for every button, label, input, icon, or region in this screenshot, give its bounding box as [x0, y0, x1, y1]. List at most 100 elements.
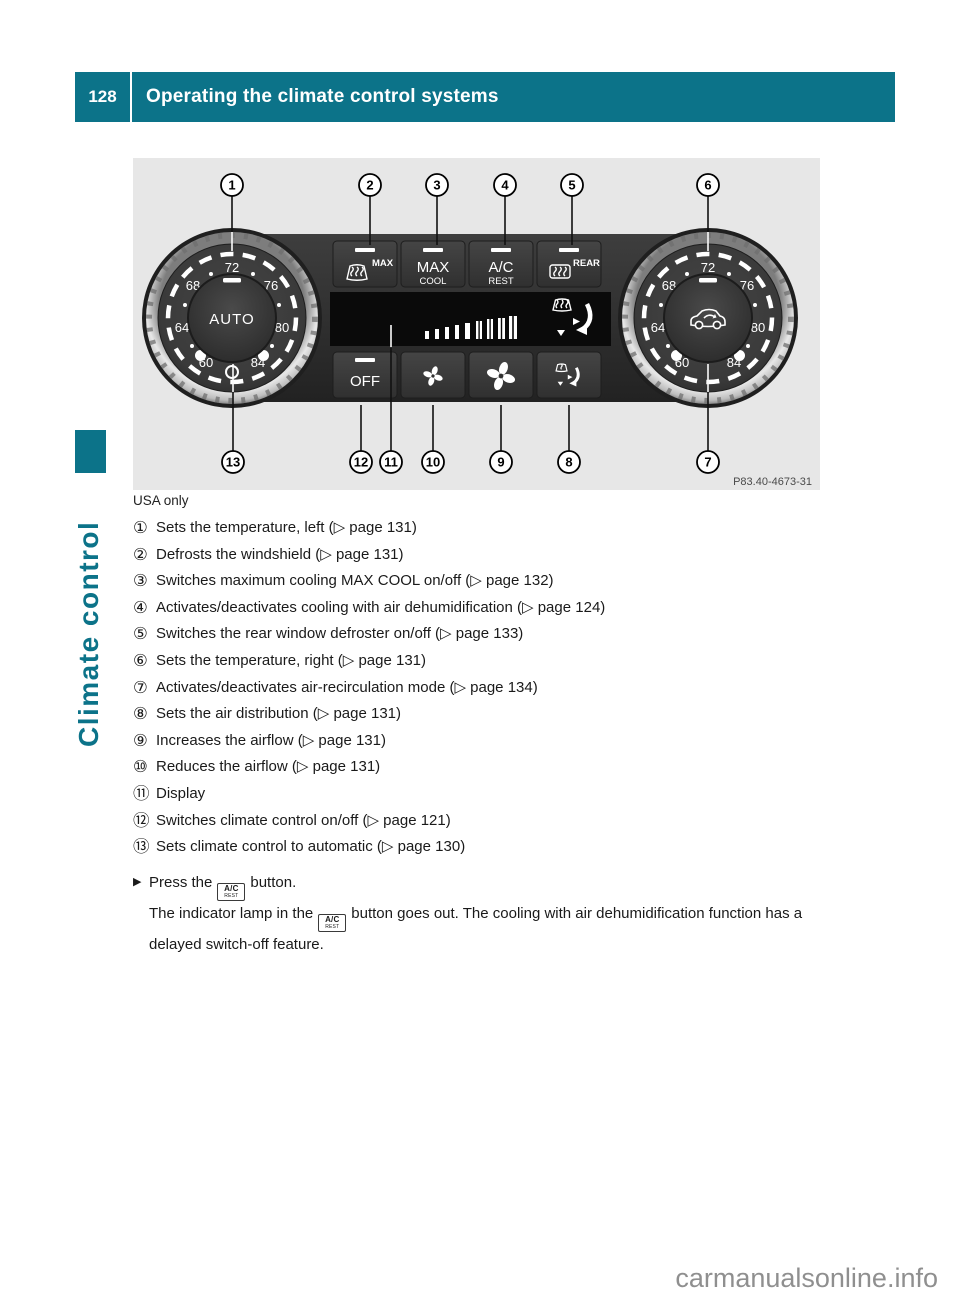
rear-label: REAR	[573, 258, 600, 269]
callout-4: 4	[501, 178, 509, 193]
list-text: Increases the airflow (▷ page 131)	[156, 731, 386, 749]
temp-label: 80	[275, 320, 289, 335]
air-distribution-button	[536, 351, 602, 399]
car-recirculation-icon	[690, 308, 726, 330]
temp-label: 64	[651, 320, 665, 335]
list-item: ② Defrosts the windshield (▷ page 131)	[133, 542, 833, 569]
off-label: OFF	[350, 373, 380, 390]
instruction-text: button.	[250, 873, 297, 891]
callout-9: 9	[497, 455, 504, 470]
left-temp-dial: 72 68 76 64 80 60 84 AUTO	[142, 228, 322, 408]
temp-label: 72	[701, 260, 715, 275]
list-marker: ⑪	[133, 783, 150, 803]
temp-label: 68	[186, 278, 200, 293]
list-item: ⑩ Reduces the airflow (▷ page 131)	[133, 754, 833, 781]
list-text: Defrosts the windshield (▷ page 131)	[156, 545, 404, 563]
temp-label: 76	[264, 278, 278, 293]
list-marker: ⑧	[133, 704, 148, 724]
button-indicator-lamp	[491, 248, 511, 252]
button-indicator-lamp	[355, 248, 375, 252]
figure-panel: 72 68 76 64 80 60 84 AUTO 72 68 76 64 80…	[133, 158, 820, 490]
list-marker: ⑩	[133, 757, 148, 777]
display-band	[330, 292, 611, 346]
button-indicator-lamp	[355, 358, 375, 362]
knob-indicator-mark	[223, 278, 241, 283]
list-text: Switches climate control on/off (▷ page …	[156, 811, 451, 829]
ac-label-top: A/C	[488, 259, 513, 276]
page-header: 128 Operating the climate control system…	[75, 72, 895, 122]
fan-speed-bars	[425, 316, 517, 339]
knob-indicator-mark	[699, 278, 717, 283]
list-text: Sets the air distribution (▷ page 131)	[156, 705, 402, 723]
auto-button-label: AUTO	[209, 311, 254, 328]
page-title: Operating the climate control systems	[146, 86, 499, 107]
callout-lines-on-dark	[231, 232, 709, 392]
ac-label-bottom: REST	[488, 276, 514, 287]
list-marker: ⑤	[133, 624, 148, 644]
rear-defrost-button: REAR	[536, 240, 602, 288]
max-cool-label-top: MAX	[417, 259, 450, 276]
page-number: 128	[75, 72, 132, 122]
dial-tick-ring	[165, 251, 299, 385]
recirculation-knob	[663, 273, 753, 363]
temp-label: 72	[225, 260, 239, 275]
temp-label: 64	[175, 320, 189, 335]
list-item: ④ Activates/deactivates cooling with air …	[133, 595, 833, 622]
list-marker: ①	[133, 518, 148, 537]
list-marker: ②	[133, 544, 148, 564]
right-temp-dial: 72 68 76 64 80 60 84	[618, 228, 798, 408]
list-text: Sets the temperature, left (▷ page 131)	[156, 519, 417, 536]
list-item: ① Sets the temperature, left (▷ page 131)	[133, 515, 833, 542]
callout-lines	[231, 196, 709, 451]
figure-code: P83.40-4673-31	[733, 476, 812, 488]
callout-12: 12	[354, 455, 368, 470]
list-marker: ⑬	[133, 837, 150, 857]
airflow-decrease-button	[400, 351, 466, 399]
temp-label: 68	[662, 278, 676, 293]
list-marker: ⑦	[133, 677, 148, 697]
list-item: ⑤ Switches the rear window defroster on/o…	[133, 621, 833, 648]
watermark: carmanualsonline.info	[675, 1263, 938, 1293]
step-arrow-icon: ▶	[133, 875, 142, 888]
list-marker: ③	[133, 571, 148, 591]
callout-7: 7	[704, 455, 711, 470]
list-text: Reduces the airflow (▷ page 131)	[156, 758, 381, 776]
airflow-increase-button	[468, 351, 534, 399]
fan-small-icon	[423, 366, 443, 386]
dial-dots	[659, 272, 757, 361]
auto-knob	[187, 273, 277, 363]
list-text: Switches the rear window defroster on/of…	[156, 625, 524, 643]
usa-only-note: USA only	[133, 493, 189, 508]
list-text: Sets climate control to automatic (▷ pag…	[156, 838, 466, 856]
temp-label: 80	[751, 320, 765, 335]
air-distribution-icon	[555, 363, 580, 387]
callout-11: 11	[384, 455, 398, 470]
callout-5: 5	[568, 178, 575, 193]
page-content: USA only ① Sets the temperature, left (▷ …	[133, 493, 833, 958]
list-text: Activates/deactivates cooling with air d…	[156, 598, 606, 616]
list-item: ⑬ Sets climate control to automatic (▷ pa…	[133, 834, 833, 861]
instruction-text: Press the	[149, 873, 213, 891]
list-marker: ⑥	[133, 650, 148, 670]
callout-6: 6	[704, 178, 711, 193]
list-marker: ⑫	[133, 810, 150, 830]
callout-10: 10	[426, 455, 440, 470]
list-marker: ④	[133, 597, 148, 617]
callouts: 1 2 3 4 5 6 13 12 11 10 9 8 7	[220, 173, 720, 474]
max-cool-button: MAX COOL	[400, 240, 466, 288]
fan-large-icon	[486, 361, 516, 391]
list-item: ③ Switches maximum cooling MAX COOL on/of…	[133, 568, 833, 595]
chapter-tab-square	[75, 430, 106, 473]
list-text: Switches maximum cooling MAX COOL on/off…	[156, 572, 554, 590]
ac-rest-button: A/C REST	[468, 240, 534, 288]
climate-control-figure: 72 68 76 64 80 60 84 AUTO 72 68 76 64 80…	[142, 173, 812, 488]
dial-dots	[183, 272, 281, 361]
chapter-tab-label: Climate control	[73, 520, 104, 747]
callout-2: 2	[366, 178, 373, 193]
